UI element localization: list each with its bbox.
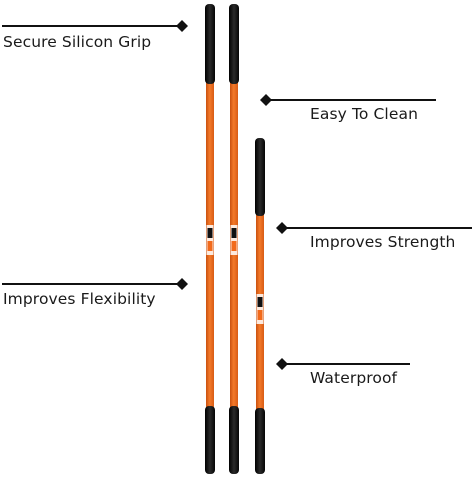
brand-logo: [230, 225, 238, 255]
callout-easy-to-clean: Easy To Clean: [310, 105, 418, 123]
callout-improves-strength: Improves Strength: [310, 233, 456, 251]
callout-line-grip: [2, 20, 188, 32]
callout-line-flexibility: [2, 278, 188, 290]
callout-waterproof: Waterproof: [310, 369, 398, 387]
callout-secure-silicon-grip: Secure Silicon Grip: [3, 33, 152, 51]
stick-short-right: [255, 138, 265, 474]
callout-line-strength: [276, 222, 472, 234]
stick-long-left: [205, 4, 215, 474]
callout-improves-flexibility: Improves Flexibility: [3, 290, 156, 308]
stick-long-middle: [229, 4, 239, 474]
brand-logo: [256, 294, 264, 324]
callout-line-waterproof: [276, 358, 410, 370]
callout-line-clean: [260, 94, 436, 106]
brand-logo: [206, 225, 214, 255]
